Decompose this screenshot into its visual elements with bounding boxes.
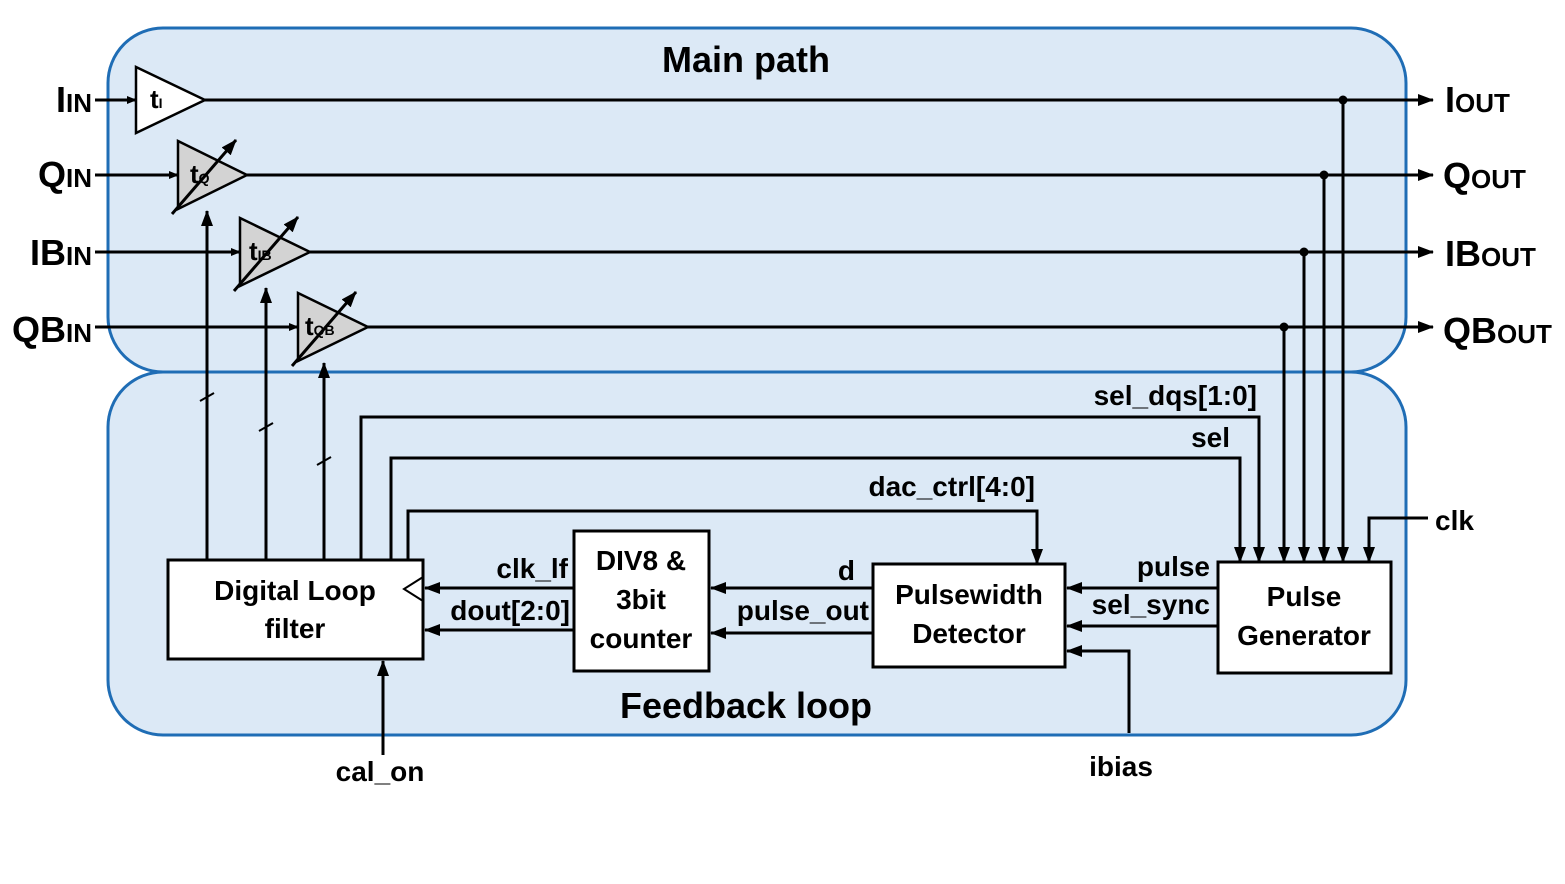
buffer-tqb: tQB bbox=[290, 291, 371, 367]
generator-label-line1: Pulse bbox=[1267, 581, 1342, 612]
buffer-tq-label: tQ bbox=[190, 159, 210, 189]
buffer-ti-label: tI bbox=[150, 84, 163, 114]
loop-filter-label-line2: filter bbox=[265, 613, 326, 644]
wire-dac-ctrl bbox=[406, 509, 1043, 565]
wire-clk bbox=[1363, 516, 1428, 563]
buffer-tq: tQ bbox=[170, 138, 250, 215]
signal-label-clk: clk bbox=[1435, 505, 1474, 536]
loop-filter-label-line1: Digital Loop bbox=[214, 575, 376, 606]
signal-label-ibias: ibias bbox=[1089, 751, 1153, 782]
buffer-tib: tIB bbox=[232, 216, 313, 292]
junction-dot bbox=[1319, 170, 1329, 180]
signal-label-pulse: pulse bbox=[1137, 551, 1210, 582]
output-label-q: QOUT bbox=[1443, 155, 1526, 196]
main-path-title: Main path bbox=[662, 39, 830, 80]
bus-tick bbox=[258, 422, 274, 432]
bus-tick bbox=[316, 456, 332, 466]
tunable-arrow bbox=[290, 291, 358, 367]
signal-label-sel: sel bbox=[1191, 422, 1230, 453]
detector-label-line2: Detector bbox=[912, 618, 1026, 649]
signal-label-cal-on: cal_on bbox=[336, 756, 425, 787]
signal-label-clk-lf: clk_lf bbox=[496, 553, 568, 584]
signal-label-dac-ctrl: dac_ctrl[4:0] bbox=[868, 471, 1035, 502]
input-label-qb: QBIN bbox=[12, 309, 92, 350]
tunable-arrow bbox=[170, 139, 238, 215]
buffer-tib-label: tIB bbox=[249, 236, 272, 266]
pulsewidth-detector-block: Pulsewidth Detector bbox=[871, 562, 1067, 669]
feedback-loop-title: Feedback loop bbox=[620, 685, 872, 726]
signal-label-sel-sync: sel_sync bbox=[1092, 589, 1210, 620]
generator-label-line2: Generator bbox=[1237, 620, 1371, 651]
signal-label-sel-dqs: sel_dqs[1:0] bbox=[1094, 380, 1257, 411]
signal-label-dout: dout[2:0] bbox=[450, 595, 570, 626]
junction-dot bbox=[1279, 322, 1289, 332]
pulse-generator-block: Pulse Generator bbox=[1216, 560, 1393, 675]
wire-sel-dqs bbox=[359, 415, 1265, 563]
counter-label-line2: 3bit bbox=[616, 584, 666, 615]
feedback-loop-region bbox=[106, 370, 1408, 737]
output-label-qb: QBOUT bbox=[1443, 310, 1552, 351]
output-label-ib: IBOUT bbox=[1445, 233, 1536, 274]
signal-label-pulse-out: pulse_out bbox=[737, 595, 869, 626]
detector-label-line1: Pulsewidth bbox=[895, 579, 1043, 610]
input-label-q: QIN bbox=[38, 154, 92, 195]
digital-loop-filter-block: Digital Loop filter bbox=[166, 558, 425, 661]
bus-tick bbox=[199, 392, 215, 402]
junction-dot bbox=[1299, 247, 1309, 257]
junction-dot bbox=[1338, 95, 1348, 105]
div8-counter-block: DIV8 & 3bit counter bbox=[572, 529, 711, 673]
counter-label-line1: DIV8 & bbox=[596, 545, 686, 576]
output-label-i: IOUT bbox=[1445, 79, 1510, 120]
buffer-tqb-label: tQB bbox=[305, 311, 335, 341]
wire-sel bbox=[389, 456, 1246, 563]
tunable-arrow bbox=[232, 216, 300, 292]
input-label-i: IIN bbox=[56, 79, 92, 120]
counter-label-line3: counter bbox=[590, 623, 693, 654]
buffer-ti: tI bbox=[134, 65, 208, 135]
signal-label-d: d bbox=[838, 555, 855, 586]
input-label-ib: IBIN bbox=[30, 232, 92, 273]
wire-ibias bbox=[1066, 645, 1131, 733]
